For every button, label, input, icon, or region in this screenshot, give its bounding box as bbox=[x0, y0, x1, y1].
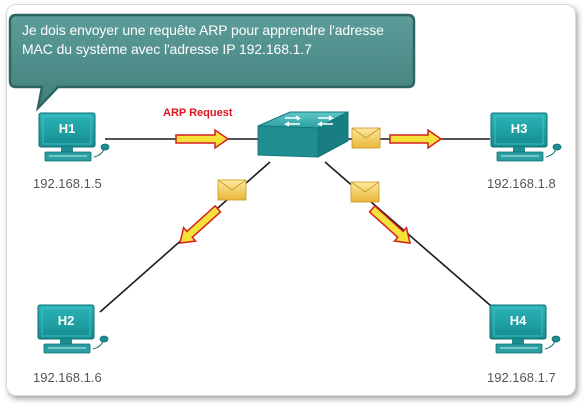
callout-bubble bbox=[8, 13, 416, 112]
arp-request-label: ARP Request bbox=[163, 107, 233, 119]
callout-text: Je dois envoyer une requête ARP pour app… bbox=[22, 22, 384, 57]
host-label-h1: H1 bbox=[58, 121, 76, 136]
host-label-h2: H2 bbox=[57, 313, 75, 328]
arrow-icon-switch-h2 bbox=[178, 204, 222, 244]
envelope-icon-h3 bbox=[351, 127, 381, 149]
ip-label-h2: 192.168.1.6 bbox=[33, 370, 102, 385]
host-label-h4: H4 bbox=[509, 313, 527, 328]
ip-label-h1: 192.168.1.5 bbox=[33, 176, 102, 191]
arrow-icon-switch-h4 bbox=[368, 204, 412, 244]
arrow-icon-h1-switch bbox=[175, 128, 230, 150]
envelope-icon-h4 bbox=[350, 181, 380, 203]
host-label-h3: H3 bbox=[510, 121, 528, 136]
ip-label-h3: 192.168.1.8 bbox=[487, 176, 556, 191]
network-links bbox=[99, 138, 499, 313]
ip-label-h4: 192.168.1.7 bbox=[487, 370, 556, 385]
arrow-icon-switch-h3 bbox=[389, 128, 443, 150]
envelope-icon-h2 bbox=[217, 179, 247, 201]
switch-icon bbox=[257, 111, 349, 158]
